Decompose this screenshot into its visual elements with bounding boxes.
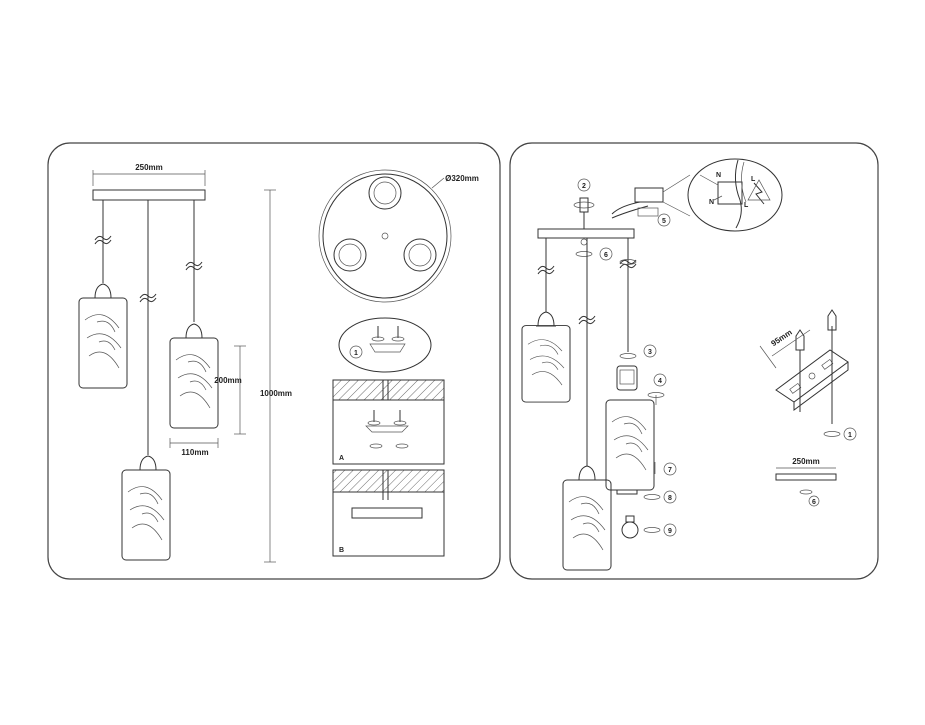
- pendant-shade-right: [169, 337, 219, 429]
- section-b: B: [332, 469, 445, 557]
- wire-l-top: L: [751, 176, 756, 183]
- step-7-badge: 7: [668, 467, 672, 474]
- bracket-width-label: 95mm: [769, 328, 793, 348]
- mounting-bracket: 95mm: [759, 309, 849, 424]
- plate-width-label-right: 250mm: [792, 457, 820, 466]
- left-panel-frame: [47, 142, 501, 580]
- pendant-shade-bottom: [121, 469, 171, 561]
- step-5-badge: 5: [662, 218, 666, 225]
- plate-width-label: 250mm: [135, 163, 163, 172]
- section-a-label: A: [339, 455, 344, 462]
- step-9-badge: 9: [668, 528, 672, 535]
- assembly-ceiling-plate: [537, 228, 635, 239]
- electric-hazard-icon: [753, 182, 765, 205]
- wiring-detail-circle: [687, 158, 783, 232]
- wire-n-top: N: [716, 172, 721, 179]
- assembly-shade-bottom: [562, 479, 612, 571]
- step-6-badge: 6: [604, 252, 608, 259]
- ceiling-plate: [92, 189, 206, 201]
- step-2-badge: 2: [582, 183, 586, 190]
- section-b-label: B: [339, 547, 344, 554]
- step-4-badge: 4: [658, 378, 662, 385]
- light-bulb: [621, 521, 639, 539]
- right-panel-frame: [509, 142, 879, 580]
- shade-width-label: 110mm: [181, 448, 208, 457]
- section-a: A: [332, 379, 445, 465]
- plate-side-view: [775, 473, 837, 481]
- wire-l-bottom: L: [744, 202, 749, 209]
- total-height-label: 1000mm: [260, 389, 292, 398]
- canopy-top-view: [322, 173, 448, 299]
- step-1-bracket-badge: 1: [848, 432, 852, 439]
- step-1-badge: 1: [354, 350, 358, 357]
- canopy-diameter-label: Ø320mm: [445, 174, 479, 183]
- fixing-nut: [579, 197, 589, 213]
- pendant-shade-left: [78, 297, 128, 389]
- shade-height-label: 200mm: [214, 376, 242, 385]
- retaining-ring: [616, 489, 638, 495]
- step-6-plate-badge: 6: [812, 499, 816, 506]
- lamp-socket: [616, 365, 638, 391]
- mounting-detail-ellipse: [338, 317, 432, 373]
- terminal-block: [634, 187, 664, 203]
- assembly-shade-left: [521, 325, 571, 403]
- step-3-badge: 3: [648, 349, 652, 356]
- step-8-badge: 8: [668, 495, 672, 502]
- left-panel: 250mm 200mm 110mm 1000mm: [47, 142, 501, 580]
- wire-n-bottom: N: [709, 199, 714, 206]
- assembly-shade-exploded: [605, 399, 655, 491]
- right-panel: N N L L 2 5 6 3: [509, 142, 879, 580]
